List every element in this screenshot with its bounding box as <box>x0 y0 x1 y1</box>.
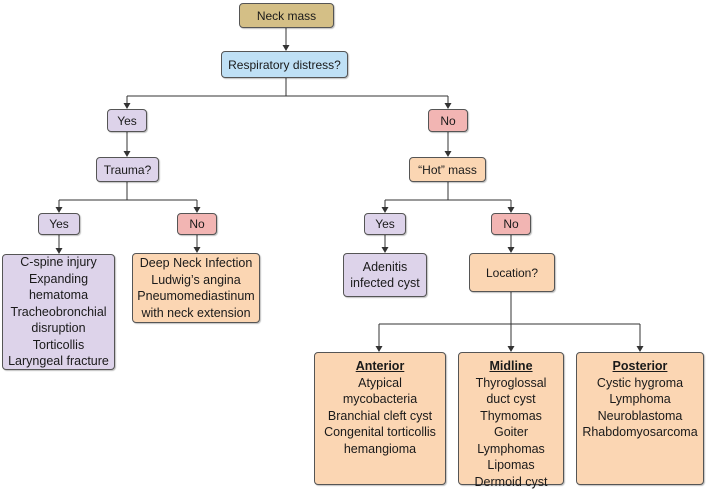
arrow-trauma-no <box>193 207 201 213</box>
node-midline: Midline Thyroglossal duct cyst Thymomas … <box>458 352 564 489</box>
arrow-location <box>507 247 515 253</box>
arrow-trauma-no-list <box>193 247 201 253</box>
anterior-title: Anterior <box>355 359 405 373</box>
node-root: Neck mass <box>239 3 334 28</box>
arrow-hot <box>444 151 452 157</box>
arrow-trauma-yes-list <box>55 248 63 254</box>
node-respiratory-distress: Respiratory distress? <box>221 51 348 78</box>
node-hot-yes-list: Adenitis infected cyst <box>343 253 427 297</box>
arrow-no <box>444 103 452 109</box>
midline-title: Midline <box>489 359 533 373</box>
node-no-trauma: No <box>177 213 217 235</box>
arrow-hot-no <box>507 207 515 213</box>
arrow-yes <box>123 103 131 109</box>
node-no-hot: No <box>491 213 531 235</box>
node-yes-trauma: Yes <box>38 213 80 235</box>
node-trauma: Trauma? <box>96 157 159 182</box>
node-yes-respiratory: Yes <box>107 109 147 132</box>
arrow-anterior <box>375 346 383 352</box>
arrow-midline <box>507 346 515 352</box>
arrow-hot-yes-list <box>381 247 389 253</box>
arrow-trauma-yes <box>55 207 63 213</box>
arrow-trauma <box>123 151 131 157</box>
node-location: Location? <box>469 253 555 292</box>
node-anterior: Anterior Atypical mycobacteria Branchial… <box>314 352 446 485</box>
node-yes-hot: Yes <box>364 213 406 235</box>
arrow-respiratory <box>282 45 290 51</box>
node-trauma-yes-list: C-spine injury Expanding hematoma Trache… <box>2 254 115 370</box>
posterior-title: Posterior <box>612 359 668 373</box>
node-no-respiratory: No <box>428 109 468 132</box>
node-posterior: Posterior Cystic hygroma Lymphoma Neurob… <box>576 352 704 485</box>
arrow-posterior <box>636 346 644 352</box>
node-hot-mass: “Hot” mass <box>409 157 486 182</box>
node-trauma-no-list: Deep Neck Infection Ludwig’s angina Pneu… <box>132 253 260 323</box>
arrow-hot-yes <box>381 207 389 213</box>
